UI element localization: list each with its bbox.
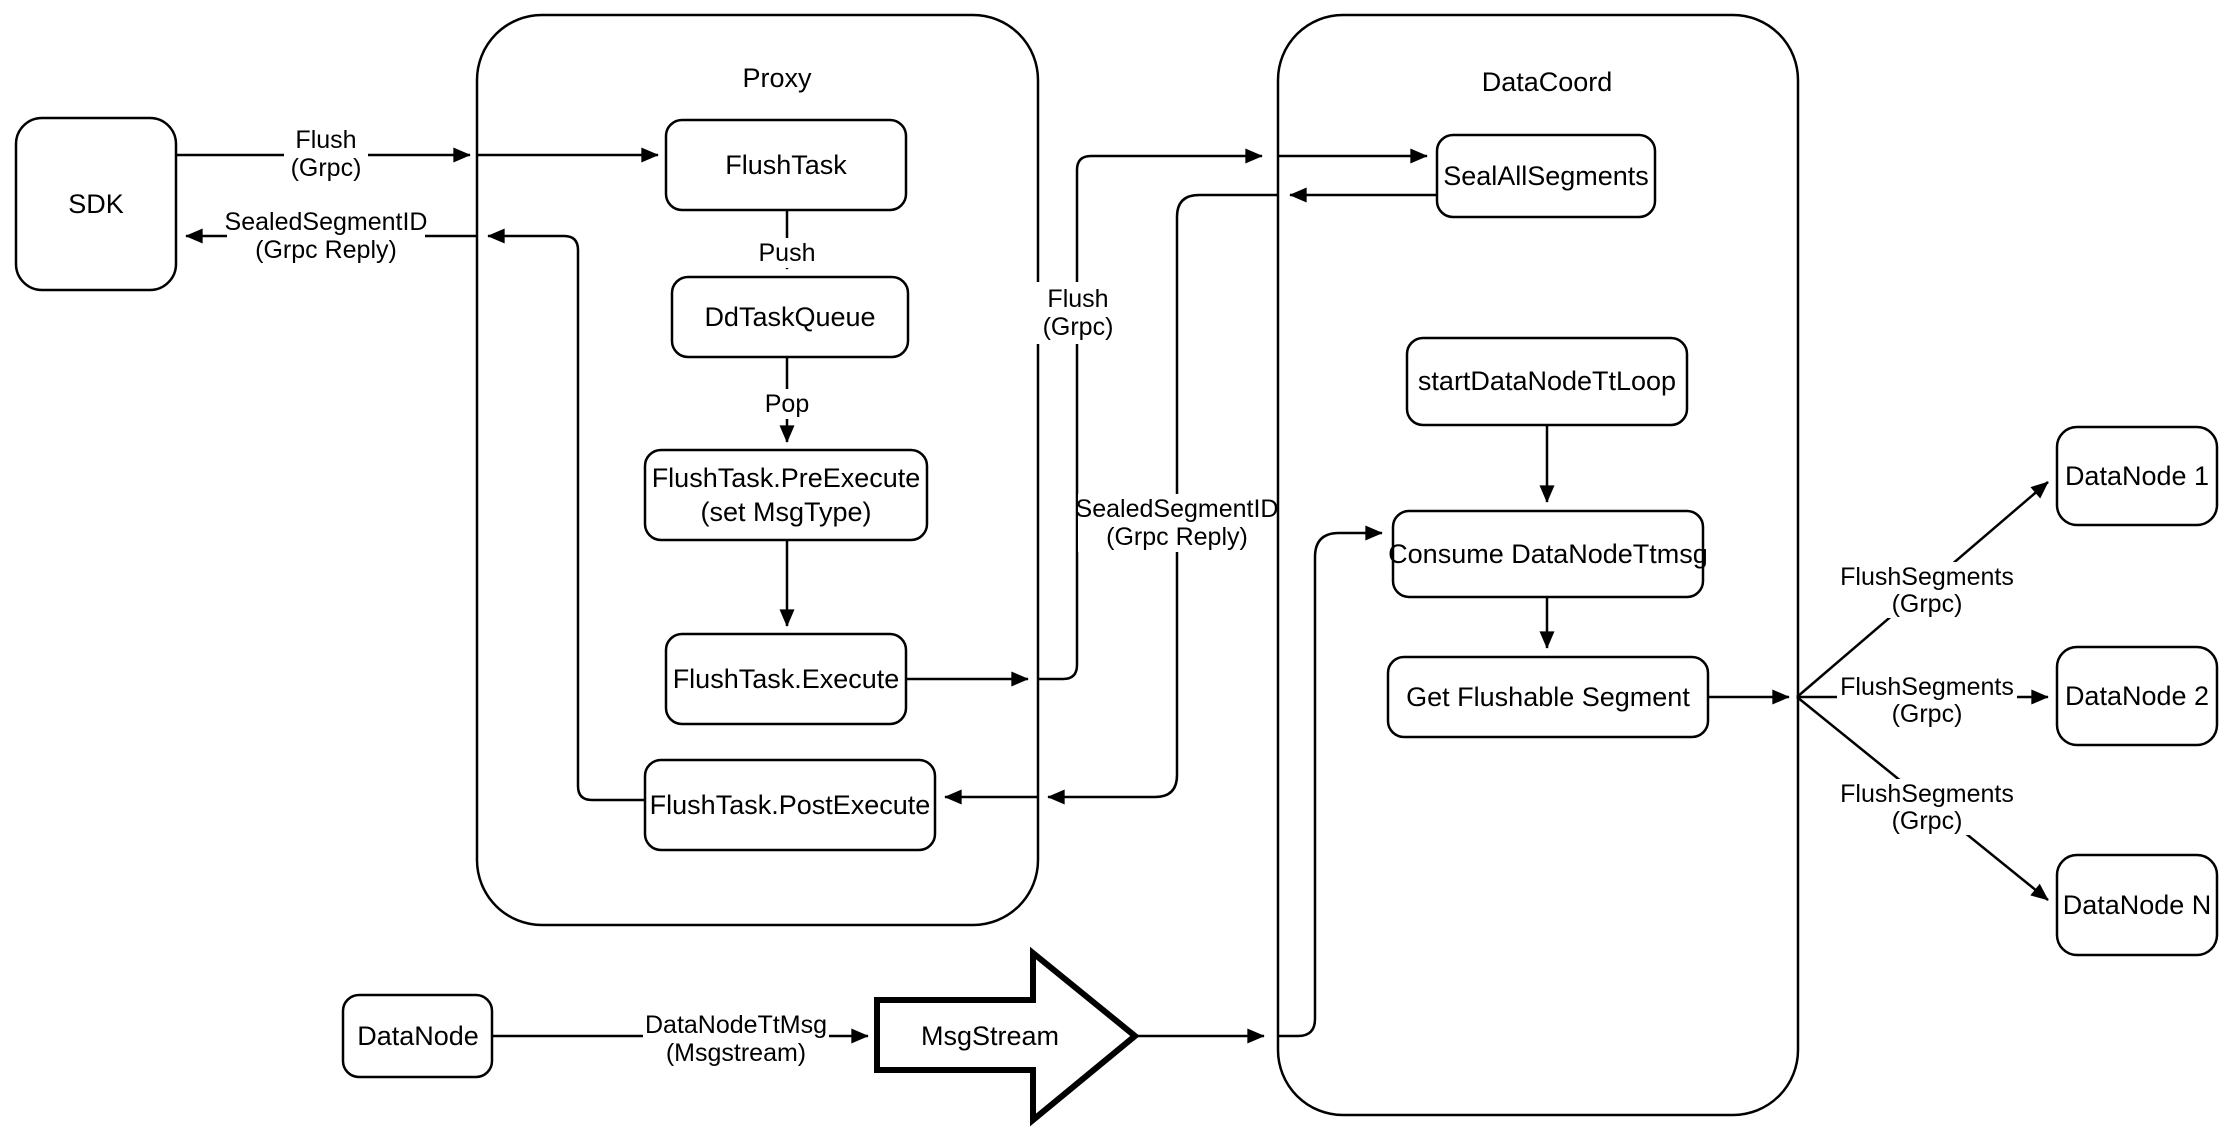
node-sealallsegments-label: SealAllSegments bbox=[1443, 161, 1649, 191]
edge-label-flush-sdk-line2: (Grpc) bbox=[291, 154, 362, 182]
edge-label-flush-mid: Flush (Grpc) bbox=[1036, 282, 1120, 344]
edge-label-push-text: Push bbox=[759, 239, 816, 267]
edge-label-sealedsegmentid-sdk: SealedSegmentID (Grpc Reply) bbox=[225, 207, 428, 265]
edge-label-flushsegments-1: FlushSegments (Grpc) bbox=[1837, 562, 2017, 618]
node-ddtaskqueue bbox=[670, 275, 910, 359]
node-preexecute bbox=[643, 448, 929, 542]
node-msgstream-label: MsgStream bbox=[921, 1021, 1059, 1051]
edge-label-flushsegments-1-line2: (Grpc) bbox=[1892, 590, 1963, 618]
edge-label-flushsegments-2-line1: FlushSegments bbox=[1840, 673, 2014, 701]
edge-label-sealedsegmentid-mid: SealedSegmentID (Grpc Reply) bbox=[1076, 494, 1279, 552]
node-startdatanodettloop-label: startDataNodeTtLoop bbox=[1418, 366, 1676, 396]
node-datanode1 bbox=[2055, 425, 2219, 527]
node-datanode-bottom-label: DataNode bbox=[357, 1021, 479, 1051]
node-preexecute-label2: (set MsgType) bbox=[700, 497, 871, 527]
proxy-container bbox=[475, 13, 1040, 927]
edge-label-datanodettmsg-line1: DataNodeTtMsg bbox=[645, 1011, 827, 1039]
edge-label-flushsegments-3: FlushSegments (Grpc) bbox=[1837, 779, 2017, 835]
node-flushtask bbox=[664, 118, 908, 212]
edge-label-flushsegments-2: FlushSegments (Grpc) bbox=[1837, 672, 2017, 728]
datacoord-container bbox=[1276, 13, 1800, 1117]
edge-label-pop: Pop bbox=[757, 389, 817, 419]
node-postexecute-label: FlushTask.PostExecute bbox=[650, 790, 931, 820]
node-getflushablesegment-label: Get Flushable Segment bbox=[1406, 682, 1690, 712]
node-execute-label: FlushTask.Execute bbox=[673, 664, 900, 694]
edge-label-flush-sdk-line1: Flush bbox=[295, 126, 356, 154]
edge-label-flushsegments-3-line1: FlushSegments bbox=[1840, 780, 2014, 808]
proxy-container-label: Proxy bbox=[742, 63, 812, 93]
edge-flush-proxy-to-datacoord bbox=[1038, 148, 1263, 681]
node-datanode-bottom bbox=[341, 993, 494, 1079]
node-execute bbox=[664, 632, 908, 726]
node-startdatanodettloop bbox=[1405, 336, 1689, 427]
edge-reply-postexecute-to-proxy-boundary bbox=[487, 228, 645, 802]
edge-label-flushsegments-2-line2: (Grpc) bbox=[1892, 700, 1963, 728]
edge-label-flush-sdk: Flush (Grpc) bbox=[284, 124, 368, 184]
node-msgstream-block-arrow bbox=[874, 946, 1140, 1127]
node-postexecute bbox=[643, 758, 937, 852]
node-datanoden bbox=[2055, 853, 2219, 957]
edge-label-pop-text: Pop bbox=[765, 390, 809, 418]
edge-label-sealedsegmentid-mid-line2: (Grpc Reply) bbox=[1106, 523, 1248, 551]
node-consume-datanodettmsg bbox=[1391, 509, 1705, 599]
node-sdk bbox=[14, 116, 178, 292]
datacoord-container-label: DataCoord bbox=[1482, 67, 1613, 97]
node-datanoden-label: DataNode N bbox=[2063, 890, 2212, 920]
edge-label-sealedsegmentid-sdk-line1: SealedSegmentID bbox=[225, 208, 428, 236]
node-consume-datanodettmsg-label: Consume DataNodeTtmsg bbox=[1388, 539, 1708, 569]
edge-label-datanodettmsg-line2: (Msgstream) bbox=[666, 1039, 806, 1067]
edge-label-flush-mid-line2: (Grpc) bbox=[1043, 313, 1114, 341]
edge-label-sealedsegmentid-sdk-line2: (Grpc Reply) bbox=[255, 236, 397, 264]
edge-label-datanodettmsg: DataNodeTtMsg (Msgstream) bbox=[643, 1009, 829, 1069]
edge-label-sealedsegmentid-mid-line1: SealedSegmentID bbox=[1076, 495, 1279, 523]
node-datanode2 bbox=[2055, 645, 2219, 747]
node-sealallsegments bbox=[1435, 133, 1657, 219]
node-preexecute-label: FlushTask.PreExecute bbox=[652, 463, 921, 493]
edge-label-flushsegments-3-line2: (Grpc) bbox=[1892, 807, 1963, 835]
edge-label-flushsegments-1-line1: FlushSegments bbox=[1840, 563, 2014, 591]
edge-label-flush-mid-line1: Flush bbox=[1047, 285, 1108, 313]
node-getflushablesegment bbox=[1386, 655, 1710, 739]
node-flushtask-label: FlushTask bbox=[725, 150, 847, 180]
node-sdk-label: SDK bbox=[68, 189, 124, 219]
edge-msgstream-to-consume bbox=[1278, 525, 1383, 1038]
node-datanode2-label: DataNode 2 bbox=[2065, 681, 2209, 711]
node-datanode1-label: DataNode 1 bbox=[2065, 461, 2209, 491]
node-ddtaskqueue-label: DdTaskQueue bbox=[704, 302, 875, 332]
edge-label-push: Push bbox=[752, 238, 822, 268]
